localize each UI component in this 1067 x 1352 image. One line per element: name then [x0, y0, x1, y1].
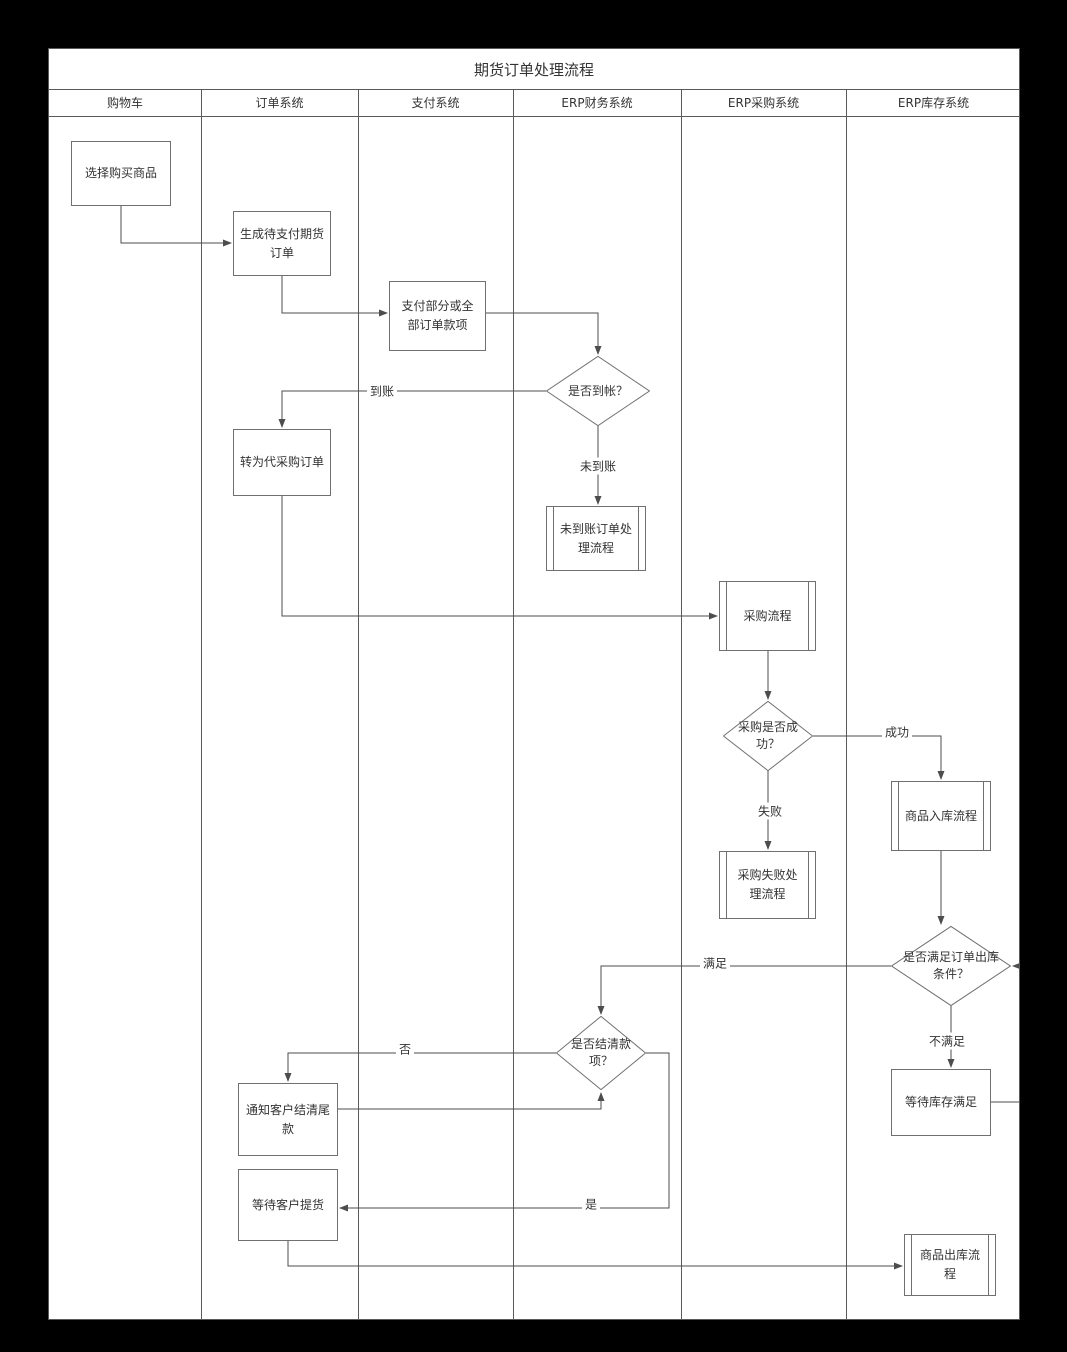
- node-label: 商品出库流程: [919, 1248, 980, 1281]
- diamond-shape: [546, 356, 650, 426]
- subprocess-right-bar: [988, 1235, 989, 1295]
- lane-header-shopping-cart: 购物车: [106, 96, 143, 110]
- subprocess-left-bar: [898, 782, 899, 850]
- node-label: 采购是否成功？: [737, 720, 798, 751]
- node-label: 未到账订单处理流程: [559, 521, 632, 555]
- node-label: 通知客户结清尾款: [245, 1102, 330, 1136]
- node-convert-procure-order: 转为代采购订单: [233, 429, 331, 496]
- node-create-pending-order: 生成待支付期货订单: [233, 211, 331, 276]
- edge-label-not-arrived: 未到账: [576, 457, 620, 475]
- node-label: 等待客户提货: [251, 1197, 324, 1212]
- node-label: 等待库存满足: [904, 1095, 977, 1110]
- edge-label-arrived: 到账: [366, 382, 398, 400]
- node-label: 采购流程: [743, 608, 792, 623]
- lane-header-order-system: 订单系统: [255, 96, 304, 110]
- node-notify-customer: 通知客户结清尾款: [238, 1083, 338, 1156]
- edge-label-no: 否: [395, 1040, 415, 1058]
- subprocess-left-bar: [726, 852, 727, 918]
- node-procurement-subprocess: 采购流程: [719, 581, 816, 651]
- lane-divider-2: [358, 89, 359, 1319]
- node-label: 选择购买商品: [84, 166, 157, 181]
- subprocess-right-bar: [638, 507, 639, 570]
- lane-header-erp-finance: ERP财务系统: [561, 96, 633, 110]
- node-goods-inbound-subprocess: 商品入库流程: [891, 781, 991, 851]
- node-outbound-condition-decision: 是否满足订单出库条件？: [891, 926, 1011, 1006]
- node-label: 是否到帐？: [567, 383, 628, 398]
- diamond-shape: [723, 701, 813, 771]
- node-label: 采购失败处理流程: [737, 868, 798, 901]
- node-procurement-success-decision: 采购是否成功？: [723, 701, 813, 771]
- node-settled-decision: 是否结清款项？: [556, 1016, 646, 1090]
- edge-label-not-satisfied: 不满足: [925, 1032, 969, 1050]
- node-label: 支付部分或全部订单款项: [401, 299, 474, 332]
- node-unpaid-order-subprocess: 未到账订单处理流程: [546, 506, 646, 571]
- node-pay-order: 支付部分或全部订单款项: [389, 281, 486, 351]
- node-select-goods: 选择购买商品: [71, 141, 171, 206]
- lane-header-divider: [49, 116, 1019, 117]
- lane-divider-1: [201, 89, 202, 1319]
- lane-header-erp-inventory: ERP库存系统: [897, 96, 970, 110]
- lane-header-erp-procurement: ERP采购系统: [727, 96, 800, 110]
- node-wait-pickup: 等待客户提货: [238, 1169, 338, 1241]
- subprocess-left-bar: [553, 507, 554, 570]
- node-label: 是否结清款项？: [570, 1037, 631, 1068]
- flowchart-canvas: 期货订单处理流程 购物车 订单系统 支付系统 ERP财务系统 ERP采购系统 E…: [48, 48, 1020, 1320]
- node-label: 生成待支付期货订单: [240, 226, 325, 260]
- subprocess-right-bar: [808, 582, 809, 650]
- subprocess-left-bar: [911, 1235, 912, 1295]
- lane-divider-4: [681, 89, 682, 1319]
- subprocess-right-bar: [808, 852, 809, 918]
- node-wait-stock: 等待库存满足: [891, 1069, 991, 1136]
- connector-lines: [120, 206, 1019, 1270]
- edge-label-yes: 是: [581, 1195, 601, 1213]
- lane-divider-3: [513, 89, 514, 1319]
- node-label: 是否满足订单出库条件？: [902, 950, 999, 981]
- diamond-shape: [556, 1016, 646, 1090]
- diagram-title: 期货订单处理流程: [49, 49, 1019, 90]
- node-label: 转为代采购订单: [240, 455, 325, 470]
- edge-label-satisfied: 满足: [699, 954, 731, 972]
- edge-label-success: 成功: [881, 723, 913, 741]
- subprocess-left-bar: [726, 582, 727, 650]
- diamond-shape: [891, 926, 1011, 1006]
- node-label: 商品入库流程: [904, 808, 977, 823]
- edge-label-fail: 失败: [754, 802, 786, 820]
- lane-divider-5: [846, 89, 847, 1319]
- node-payment-arrived-decision: 是否到帐？: [546, 356, 650, 426]
- node-procurement-fail-subprocess: 采购失败处理流程: [719, 851, 816, 919]
- node-goods-outbound-subprocess: 商品出库流程: [904, 1234, 996, 1296]
- lane-header-payment-system: 支付系统: [411, 96, 460, 110]
- subprocess-right-bar: [983, 782, 984, 850]
